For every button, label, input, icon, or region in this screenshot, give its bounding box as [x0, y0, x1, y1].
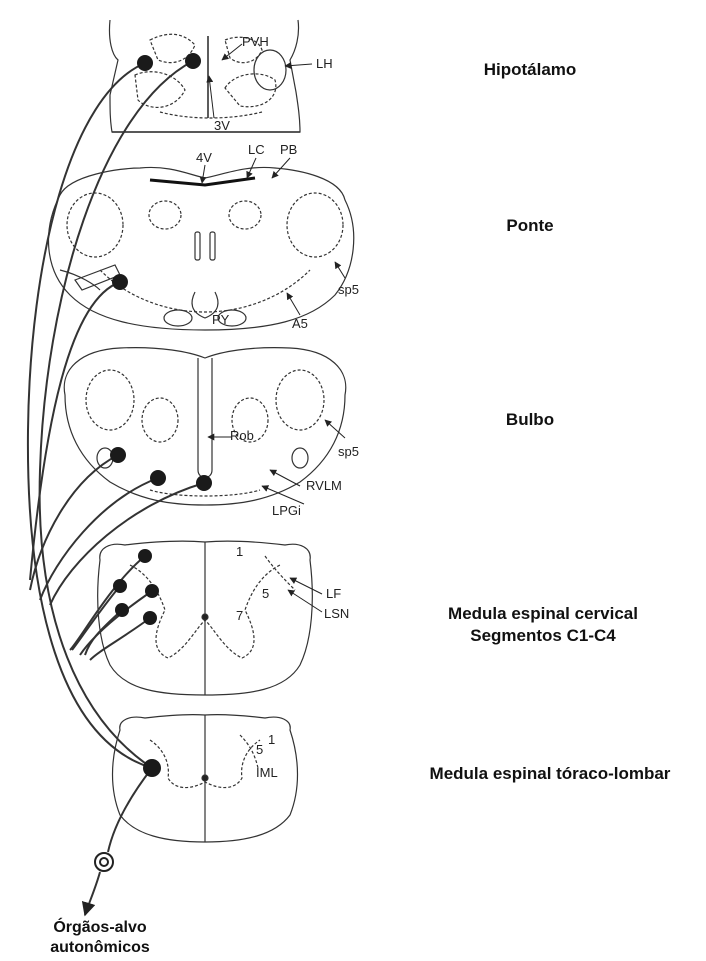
nucleus-pvh-left: [137, 55, 153, 71]
label-lc: LC: [248, 142, 265, 157]
nucleus-cervical-4: [115, 603, 129, 617]
ganglion-inner: [100, 858, 108, 866]
nucleus-cervical-1: [138, 549, 152, 563]
target-organs-label: Órgãos-alvo autonômicos: [20, 918, 180, 958]
label-lpgi: LPGi: [272, 503, 301, 518]
label-sp5-pons: sp5: [338, 282, 359, 297]
region-thoracolumbar: Medula espinal tóraco-lombar: [400, 764, 700, 784]
label-lf: LF: [326, 586, 341, 601]
fiber-to-target: [108, 768, 152, 852]
region-medulla: Bulbo: [480, 410, 580, 430]
fiber-pvh-1: [28, 63, 152, 768]
label-lh: LH: [316, 56, 333, 71]
region-pons: Ponte: [480, 216, 580, 236]
label-iml: IML: [256, 765, 278, 780]
label-lamina-7-cervical: 7: [236, 608, 243, 623]
nucleus-cervical-5: [143, 611, 157, 625]
label-pvh: PVH: [242, 34, 269, 49]
nucleus-pvh-right: [185, 53, 201, 69]
target-line1: Órgãos-alvo: [20, 918, 180, 938]
region-cervical-line1: Medula espinal cervical: [418, 604, 668, 624]
region-hypothalamus: Hipotálamo: [460, 60, 600, 80]
projection-fibers: [28, 61, 204, 915]
nucleus-cervical-2: [113, 579, 127, 593]
cervical-cord-section: [98, 541, 313, 695]
nucleus-medulla-mid: [150, 470, 166, 486]
label-rvlm: RVLM: [306, 478, 342, 493]
label-lsn: LSN: [324, 606, 349, 621]
label-rob: Rob: [230, 428, 254, 443]
nucleus-medulla-midline: [196, 475, 212, 491]
label-4v: 4V: [196, 150, 212, 165]
label-lamina-5-thoracic: 5: [256, 742, 263, 757]
label-lamina-5-cervical: 5: [262, 586, 269, 601]
target-line2: autonômicos: [20, 938, 180, 958]
nucleus-medulla-lateral: [110, 447, 126, 463]
label-a5: A5: [292, 316, 308, 331]
label-py: PY: [212, 312, 229, 327]
nucleus-iml: [143, 759, 161, 777]
fiber-efferent: [85, 872, 100, 915]
ganglion: [95, 853, 113, 871]
region-cervical-line2: Segmentos C1-C4: [418, 626, 668, 646]
label-lamina-1-cervical: 1: [236, 544, 243, 559]
nucleus-a5: [112, 274, 128, 290]
label-pb: PB: [280, 142, 297, 157]
label-lamina-1-thoracic: 1: [268, 732, 275, 747]
fiber-pvh-2: [40, 61, 193, 768]
label-sp5-medulla: sp5: [338, 444, 359, 459]
nucleus-cervical-3: [145, 584, 159, 598]
label-3v: 3V: [214, 118, 230, 133]
hypothalamus-section: [109, 20, 300, 132]
